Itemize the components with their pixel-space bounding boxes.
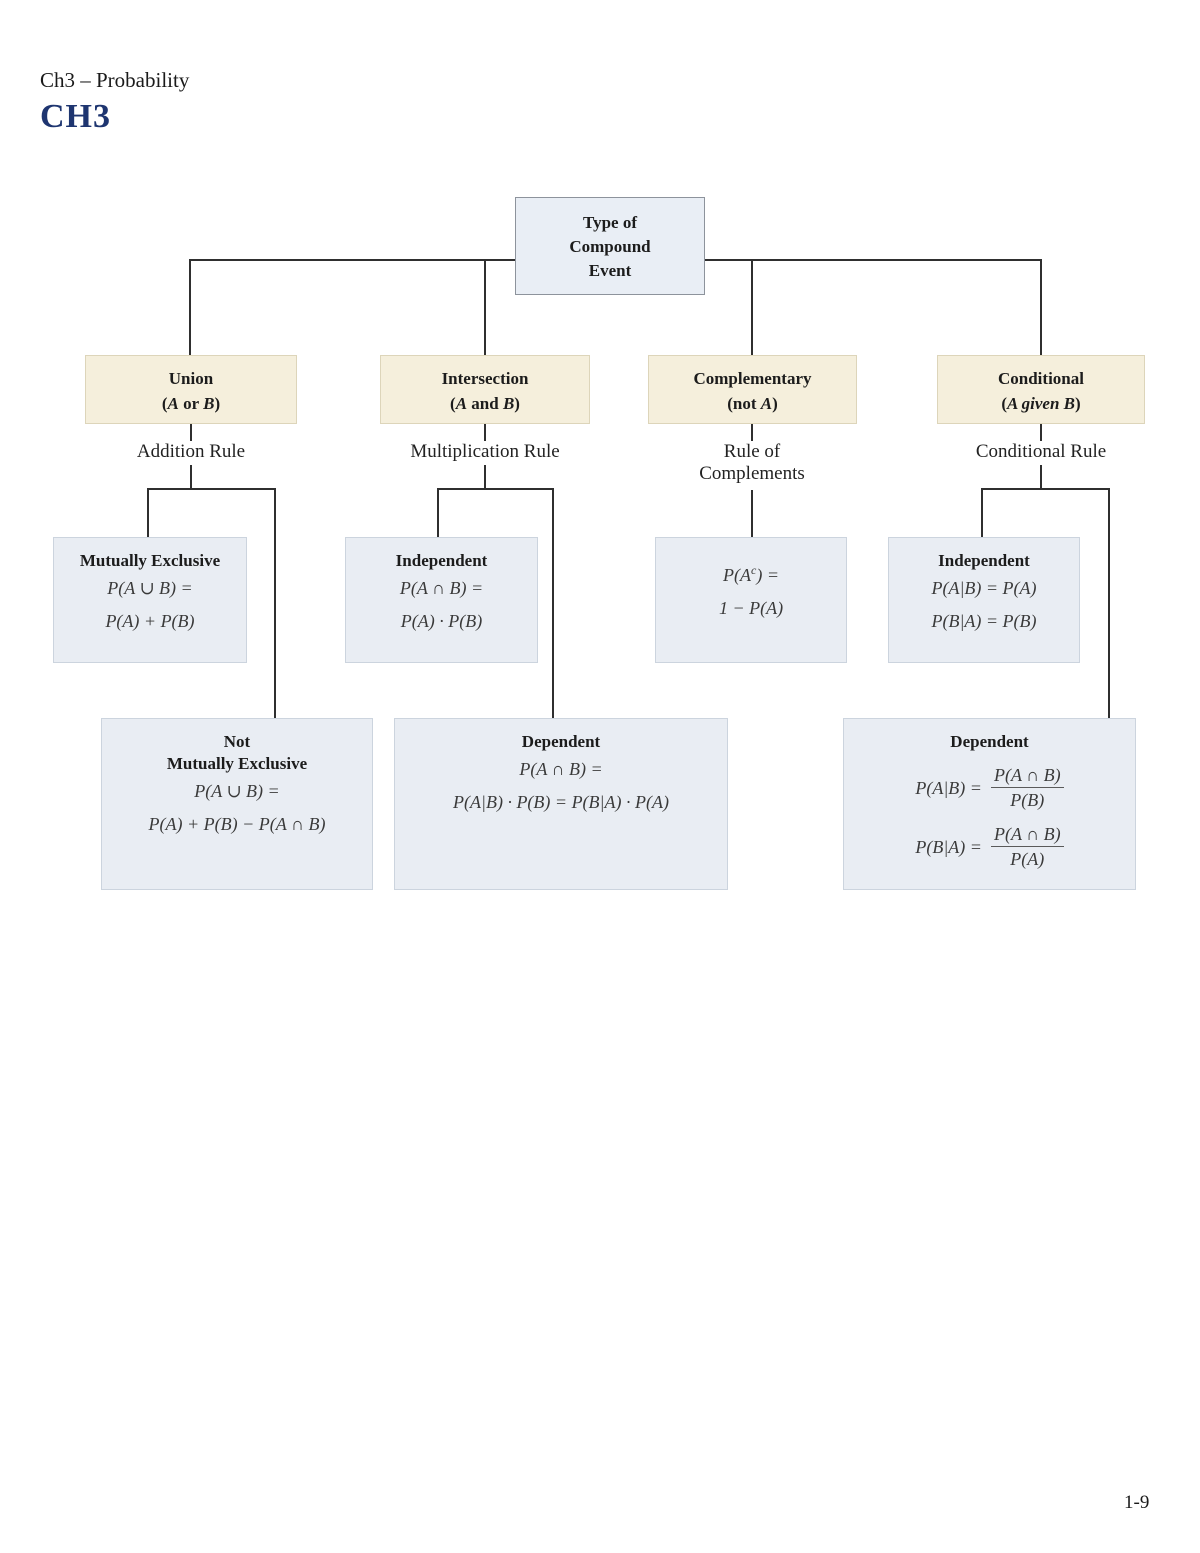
- complement-formula-2: 1 − P(A): [718, 598, 784, 618]
- equation-2-lhs: P(B|A) =: [915, 836, 982, 857]
- root-line-3: Event: [588, 261, 632, 280]
- equation-1-lhs: P(A|B) =: [915, 777, 982, 798]
- root-line-1: Type of: [583, 213, 637, 232]
- connector-complementary-to-rule: [751, 424, 753, 441]
- node-conditional: Conditional (A given B): [937, 355, 1145, 424]
- intersection-title: Intersection: [441, 369, 529, 388]
- dependent-multiplication-formula-2: P(A|B) · P(B) = P(B|A) · P(A): [453, 792, 669, 812]
- split-bar-addition: [147, 488, 276, 490]
- complementary-subtitle: (not A): [727, 394, 778, 413]
- connector-conditional-to-rule: [1040, 424, 1042, 441]
- connector-rule-to-split-intersection: [484, 465, 486, 488]
- connector-drop-complementary: [751, 259, 753, 355]
- node-intersection: Intersection (A and B): [380, 355, 590, 424]
- connector-conditional-left: [981, 488, 983, 537]
- node-dependent-conditional: Dependent P(A|B) = P(A ∩ B) P(B) P(B|A) …: [843, 718, 1136, 890]
- root-line-2: Compound: [569, 237, 651, 256]
- not-mutually-exclusive-title-1: Not: [223, 732, 251, 751]
- not-mutually-exclusive-title-2: Mutually Exclusive: [166, 754, 308, 773]
- connector-addition-right: [274, 488, 276, 718]
- connector-conditional-right: [1108, 488, 1110, 718]
- connector-drop-intersection: [484, 259, 486, 355]
- mutually-exclusive-formula-2: P(A) + P(B): [105, 611, 195, 631]
- independent-conditional-formula-1: P(A|B) = P(A): [931, 578, 1037, 598]
- not-mutually-exclusive-formula-1: P(A ∪ B) =: [194, 781, 280, 801]
- page-header: Ch3 – Probability: [40, 68, 190, 92]
- node-not-mutually-exclusive: Not Mutually Exclusive P(A ∪ B) = P(A) +…: [101, 718, 373, 890]
- rule-of-complements-line-1: Rule of: [723, 441, 781, 462]
- not-mutually-exclusive-formula-2: P(A) + P(B) − P(A ∩ B): [148, 814, 326, 834]
- split-bar-conditional: [981, 488, 1110, 490]
- independent-intersection-title: Independent: [395, 551, 488, 570]
- complementary-title: Complementary: [693, 369, 812, 388]
- node-union: Union (A or B): [85, 355, 297, 424]
- mutually-exclusive-title: Mutually Exclusive: [79, 551, 221, 570]
- connector-drop-conditional: [1040, 259, 1042, 355]
- union-title: Union: [168, 369, 214, 388]
- connector-rule-to-split-union: [190, 465, 192, 488]
- connector-addition-left: [147, 488, 149, 537]
- node-independent-intersection: Independent P(A ∩ B) = P(A) · P(B): [345, 537, 538, 663]
- node-independent-conditional: Independent P(A|B) = P(A) P(B|A) = P(B): [888, 537, 1080, 663]
- dependent-multiplication-formula-1: P(A ∩ B) =: [519, 759, 603, 779]
- rule-of-complements: Rule of Complements: [627, 441, 877, 485]
- dependent-conditional-equation-2: P(B|A) = P(A ∩ B) P(A): [844, 822, 1135, 871]
- rule-of-complements-line-2: Complements: [699, 463, 805, 484]
- connector-union-to-rule: [190, 424, 192, 441]
- connector-intersection-to-rule: [484, 424, 486, 441]
- conditional-title: Conditional: [998, 369, 1084, 388]
- node-type-of-compound-event: Type of Compound Event: [515, 197, 705, 295]
- node-complementary: Complementary (not A): [648, 355, 857, 424]
- independent-intersection-formula-1: P(A ∩ B) =: [399, 578, 484, 598]
- independent-intersection-formula-2: P(A) · P(B): [400, 611, 483, 631]
- connector-drop-union: [189, 259, 191, 355]
- node-mutually-exclusive: Mutually Exclusive P(A ∪ B) = P(A) + P(B…: [53, 537, 247, 663]
- split-bar-multiplication: [437, 488, 554, 490]
- page-title: CH3: [40, 98, 111, 135]
- rule-multiplication: Multiplication Rule: [410, 441, 560, 462]
- complement-formula-1: P(Ac) =: [723, 563, 779, 585]
- intersection-subtitle: (A and B): [450, 394, 520, 413]
- node-complement-formula: P(Ac) = 1 − P(A): [655, 537, 847, 663]
- dependent-conditional-title: Dependent: [950, 732, 1029, 751]
- dependent-multiplication-title: Dependent: [521, 732, 601, 751]
- node-dependent-multiplication: Dependent P(A ∩ B) = P(A|B) · P(B) = P(B…: [394, 718, 728, 890]
- connector-multiplication-left: [437, 488, 439, 537]
- conditional-subtitle: (A given B): [1001, 394, 1081, 413]
- independent-conditional-title: Independent: [938, 551, 1030, 570]
- page-number: 1-9: [1124, 1492, 1150, 1513]
- connector-multiplication-right: [552, 488, 554, 718]
- union-subtitle: (A or B): [161, 394, 221, 413]
- rule-conditional: Conditional Rule: [975, 441, 1107, 462]
- rule-addition: Addition Rule: [136, 441, 246, 462]
- independent-conditional-formula-2: P(B|A) = P(B): [931, 611, 1037, 631]
- connector-rule-to-split-conditional: [1040, 465, 1042, 488]
- connector-rule-to-complement-box: [751, 490, 753, 537]
- mutually-exclusive-formula-1: P(A ∪ B) =: [107, 578, 193, 598]
- equation-2-fraction: P(A ∩ B) P(A): [990, 822, 1064, 871]
- dependent-conditional-equation-1: P(A|B) = P(A ∩ B) P(B): [844, 763, 1135, 812]
- equation-1-fraction: P(A ∩ B) P(B): [990, 763, 1064, 812]
